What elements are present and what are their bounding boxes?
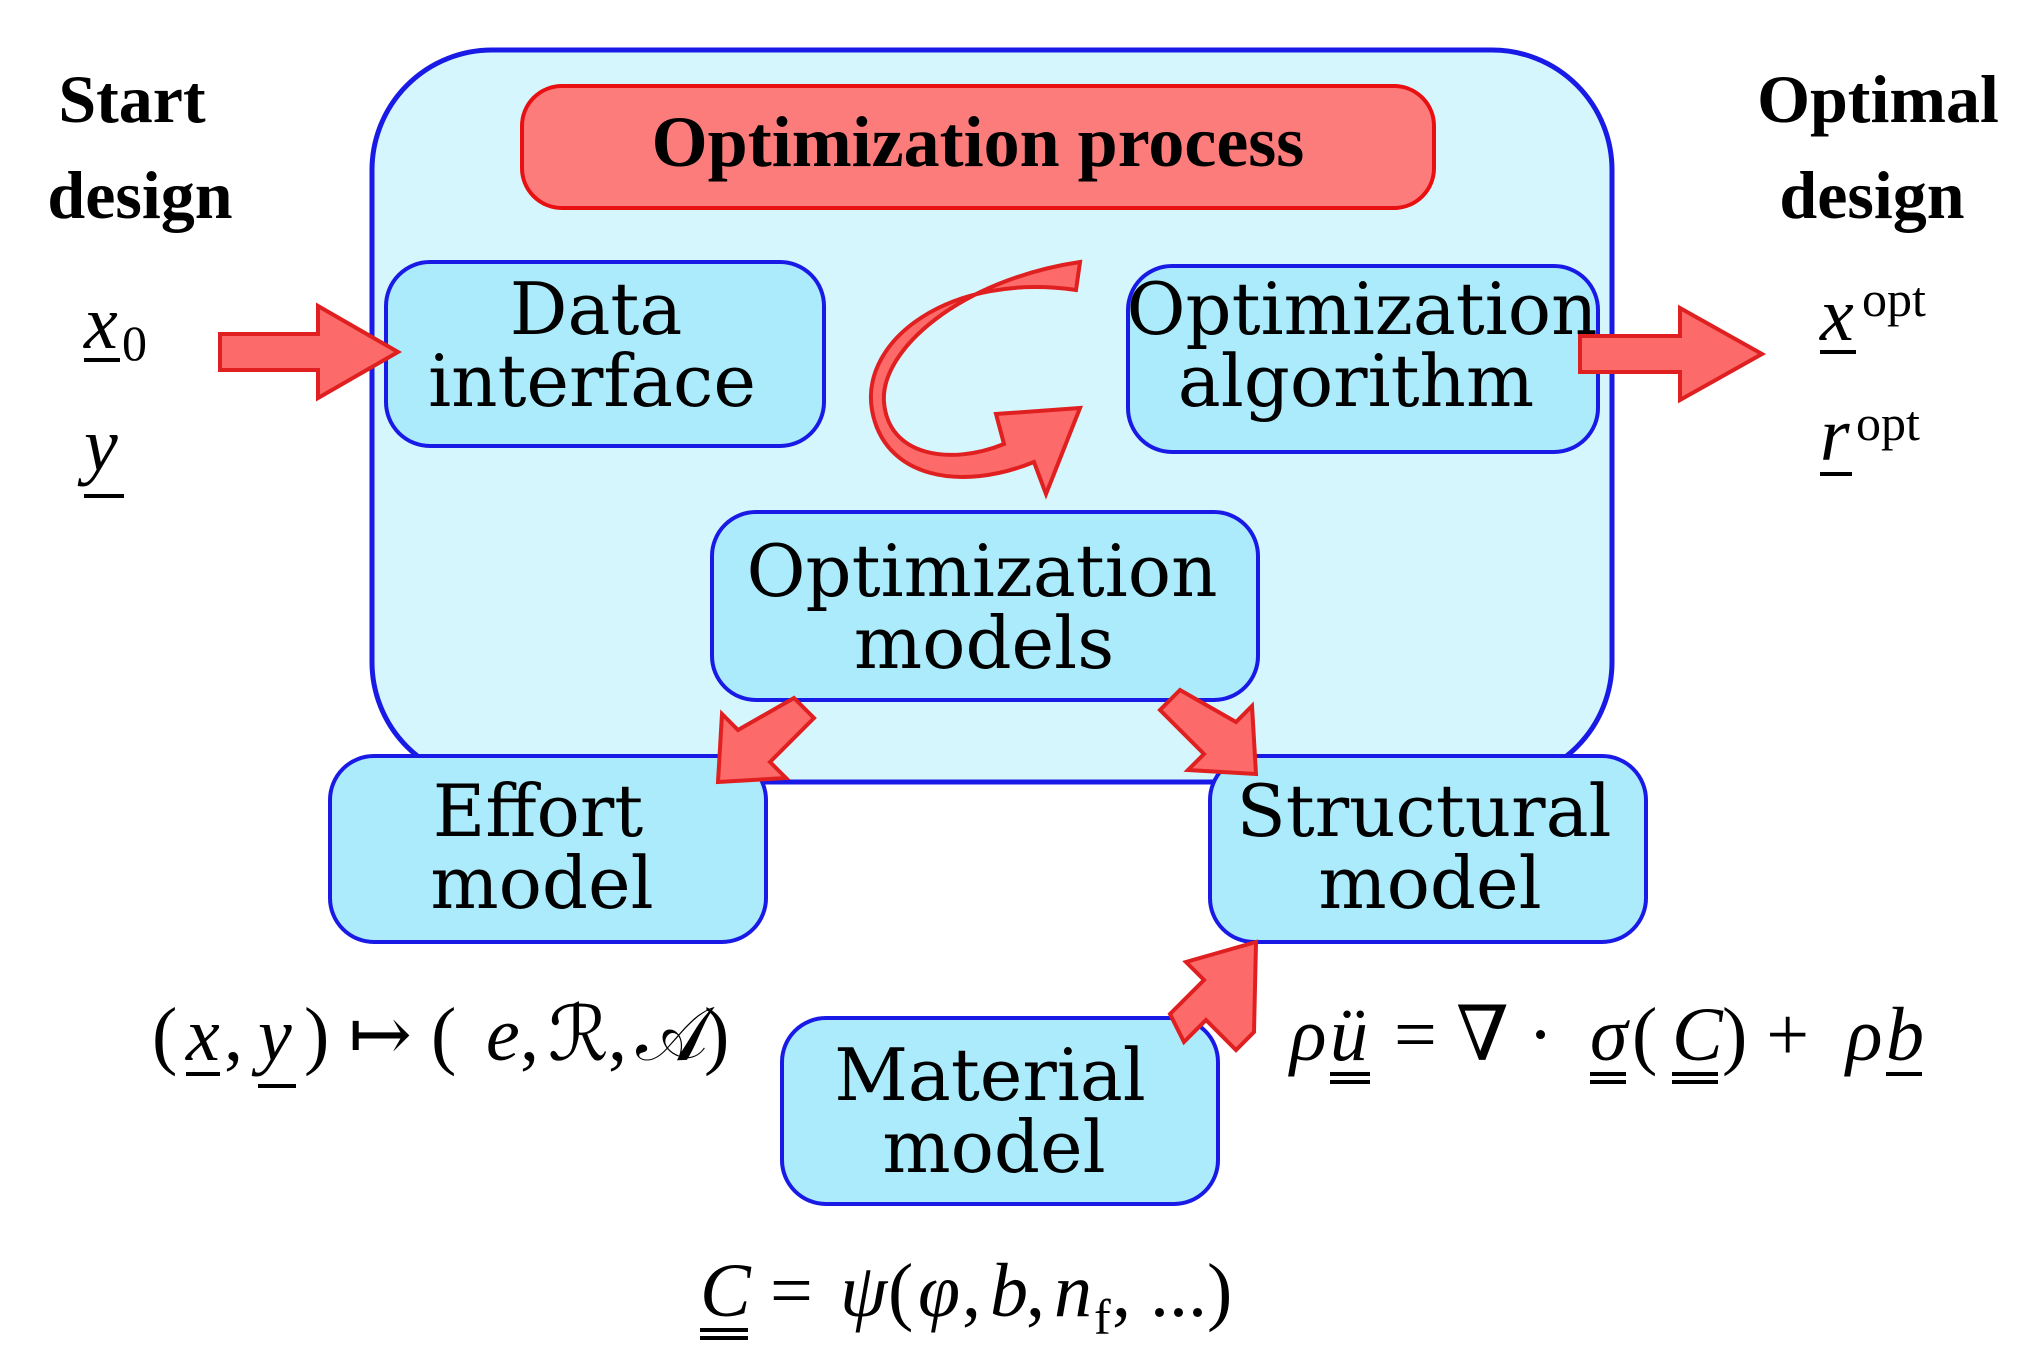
svg-text:C: C [700, 1249, 752, 1333]
svg-text:σ: σ [1590, 993, 1630, 1077]
svg-text:r: r [1820, 393, 1850, 477]
svg-text:y: y [251, 993, 292, 1077]
optimization-models-box [710, 510, 1260, 702]
optimization-process-container [369, 47, 1615, 785]
models-to-effort-arrow [715, 695, 817, 785]
svg-text:b: b [990, 1249, 1028, 1333]
data-interface-label-line2: interface [428, 339, 756, 423]
svg-text:(: ( [1632, 993, 1657, 1077]
optimization-process-title: Optimization process [652, 102, 1305, 182]
svg-text:opt: opt [1862, 271, 1926, 327]
start-design-label-line1: Start [58, 61, 206, 137]
svg-text:f: f [1094, 1289, 1111, 1345]
svg-text:(: ( [888, 1249, 913, 1333]
svg-text:ü: ü [1330, 993, 1368, 1077]
svg-text:,: , [1026, 1249, 1045, 1333]
svg-text:y: y [77, 403, 118, 487]
optimization-models-label-line1: Optimization [747, 529, 1218, 613]
svg-text:= ∇ ·: = ∇ · [1394, 993, 1553, 1077]
svg-text:,: , [224, 993, 243, 1077]
svg-text:𝒜: 𝒜 [636, 993, 715, 1077]
material-equation: C = ψ ( φ , b , n f , ...) [700, 1249, 1232, 1345]
svg-text:) ↦ (: ) ↦ ( [304, 993, 456, 1077]
structural-model-label-line2: model [1318, 841, 1541, 925]
svg-text:,: , [520, 993, 539, 1077]
material-model-box [780, 1016, 1220, 1206]
svg-text:ρ: ρ [1844, 993, 1882, 1077]
material-model-label-line2: model [882, 1105, 1105, 1189]
svg-text:e: e [486, 993, 520, 1077]
effort-model-label-line2: model [430, 841, 653, 925]
svg-text:ℛ: ℛ [548, 993, 609, 1077]
svg-text:(: ( [152, 993, 177, 1077]
optimal-variable-x: x opt [1819, 271, 1926, 357]
optimal-design-label-line2: design [1779, 157, 1964, 233]
svg-text:x: x [83, 281, 118, 365]
effort-model-label-line1: Effort [433, 769, 643, 853]
svg-text:n: n [1054, 1249, 1092, 1333]
svg-text:,: , [608, 993, 627, 1077]
start-to-data-interface-arrow [218, 302, 403, 402]
svg-text:ψ: ψ [840, 1249, 889, 1333]
svg-text:C: C [1672, 993, 1724, 1077]
svg-text:) +: ) + [1722, 993, 1809, 1077]
optimization-algorithm-label-line2: algorithm [1178, 339, 1534, 423]
material-to-structural-arrow [1167, 939, 1259, 1053]
svg-text:x: x [185, 993, 220, 1077]
structural-equation: ρ ü = ∇ · σ ( C ) + ρ b [1288, 993, 1924, 1084]
optimization-models-label-line2: models [854, 601, 1114, 685]
optimization-algorithm-label-line1: Optimization [1127, 267, 1598, 351]
svg-text:opt: opt [1856, 395, 1920, 451]
material-model-label-line1: Material [834, 1033, 1146, 1117]
effort-model-box [328, 754, 768, 944]
structural-model-box [1208, 754, 1648, 944]
svg-text:, ...): , ...) [1112, 1249, 1232, 1333]
svg-text:φ: φ [918, 1249, 960, 1333]
optimization-process-header [520, 84, 1436, 210]
svg-text:,: , [962, 1249, 981, 1333]
models-to-structural-arrow [1157, 687, 1259, 777]
svg-text:ρ: ρ [1288, 993, 1326, 1077]
svg-text:b: b [1886, 993, 1924, 1077]
svg-text:0: 0 [122, 315, 147, 371]
data-interface-label-line1: Data [510, 267, 683, 351]
svg-text:=: = [770, 1249, 813, 1333]
effort-equation: ( x , y ) ↦ ( e , ℛ , 𝒜 ) [152, 993, 729, 1088]
algorithm-to-optimal-arrow [1578, 304, 1767, 404]
optimal-design-label-line1: Optimal [1757, 61, 1999, 137]
start-variable-x0: x 0 [83, 281, 147, 371]
svg-text:x: x [1819, 273, 1854, 357]
start-variable-y: y [77, 403, 124, 498]
svg-text:): ) [704, 993, 729, 1077]
start-design-label-line2: design [47, 157, 232, 233]
optimal-variable-r: r opt [1820, 393, 1920, 477]
structural-model-label-line1: Structural [1236, 769, 1611, 853]
iteration-loop-arrow [868, 259, 1084, 500]
